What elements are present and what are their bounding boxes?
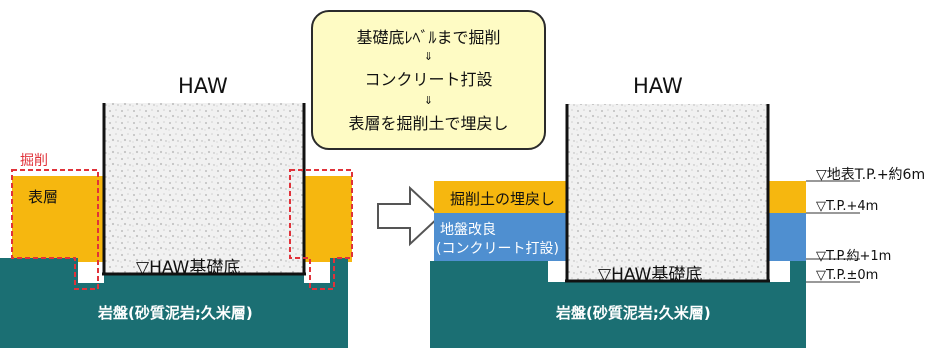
level-tp-0: ▽T.P.±0m (816, 268, 879, 283)
backfill-label: 掘削土の埋戻し (450, 190, 556, 208)
right-foundation-label: ▽HAW基礎底 (598, 265, 703, 285)
right-haw-building (567, 104, 768, 281)
level-lines (806, 180, 860, 283)
level-tp-plus4: ▽T.P.+4m (816, 199, 879, 214)
callout-step-3: 表層を掘削土で埋戻し (348, 114, 509, 133)
surface-layer-label: 表層 (28, 188, 59, 206)
level-ground-surface: ▽地表T.P.+約6m (816, 167, 926, 183)
left-excavation-outline-left (11, 169, 99, 290)
excavation-label: 掘削 (20, 153, 48, 169)
callout-step-1: 基礎底ﾚﾍﾞﾙまで掘削 (356, 28, 501, 47)
down-arrow-icon: ⇓ (423, 50, 434, 63)
left-excavation-outline-right (289, 169, 353, 290)
right-haw-label: HAW (633, 74, 683, 98)
left-bedrock-label: 岩盤(砂質泥岩;久米層) (98, 304, 253, 322)
level-tp-plus1: ▽T.P.約+1m (816, 249, 892, 264)
left-foundation-label: ▽HAW基礎底 (136, 258, 241, 278)
down-arrow-icon: ⇓ (423, 94, 434, 107)
callout-step-2: コンクリート打設 (364, 70, 493, 89)
process-callout: 基礎底ﾚﾍﾞﾙまで掘削 ⇓ コンクリート打設 ⇓ 表層を掘削土で埋戻し (311, 10, 546, 150)
right-arrow-icon (377, 185, 442, 247)
right-bedrock-label: 岩盤(砂質泥岩;久米層) (556, 304, 711, 322)
left-haw-building (104, 103, 304, 274)
ground-improvement-label: 地盤改良 (440, 222, 496, 238)
right-bedrock (430, 261, 806, 348)
ground-improvement-sublabel: (コンクリート打設) (436, 241, 559, 257)
left-bedrock (0, 258, 348, 348)
left-haw-label: HAW (178, 74, 228, 98)
